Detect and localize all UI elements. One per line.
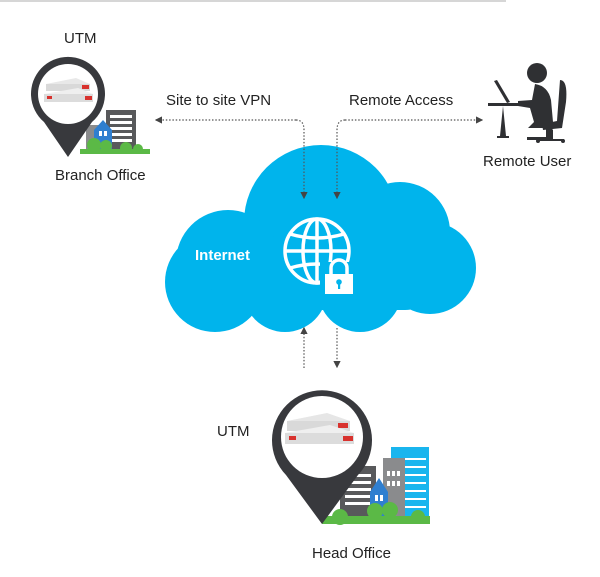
head-office-label: Head Office [312, 545, 391, 562]
branch-device-label: UTM [64, 30, 97, 47]
branch-buildings-icon [80, 110, 150, 154]
person-at-desk-icon [488, 63, 567, 143]
branch-utm-device-icon [44, 78, 93, 102]
head-device-label: UTM [217, 423, 250, 440]
branch-office-label: Branch Office [55, 167, 146, 184]
remote-access-link [333, 116, 484, 200]
site-to-site-vpn-label: Site to site VPN [166, 92, 272, 109]
top-divider [0, 0, 506, 2]
site-to-site-vpn-link [154, 116, 308, 200]
remote-access-label: Remote Access [349, 92, 454, 109]
internet-label: Internet [195, 247, 251, 264]
head-office-link [300, 326, 341, 369]
remote-user-label: Remote User [483, 153, 572, 170]
head-buildings-icon [322, 447, 430, 525]
internet-cloud [165, 145, 476, 332]
head-utm-device-icon [285, 413, 354, 444]
lock-icon [320, 258, 358, 294]
